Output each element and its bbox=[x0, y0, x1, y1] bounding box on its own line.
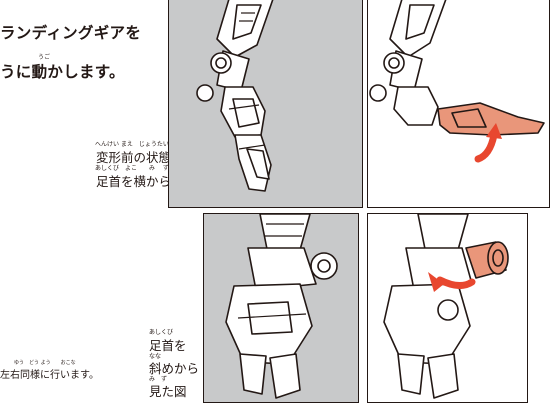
landing-gear-side-moved-illustration bbox=[369, 0, 545, 163]
panel-side-view-after bbox=[367, 0, 550, 208]
caption-side-ruby-2: あしくび よこ み ず bbox=[95, 165, 169, 172]
footer-note-ruby: ゆう どう よう おこな bbox=[14, 360, 76, 366]
heading-ruby: うご bbox=[38, 54, 51, 61]
landing-gear-oblique-moved-illustration bbox=[383, 214, 509, 399]
footer-note: 左右同様に行います。 bbox=[0, 370, 99, 381]
caption-oblique-line2: 斜めから bbox=[149, 361, 200, 376]
arrow-head-icon bbox=[428, 272, 444, 292]
rotate-arrow-icon bbox=[474, 131, 498, 163]
instruction-heading-line2: うに動かします。 bbox=[0, 63, 125, 81]
highlighted-foot-part bbox=[437, 102, 545, 136]
landing-gear-side-illustration bbox=[196, 0, 274, 192]
caption-oblique-ruby-2: なな bbox=[149, 353, 162, 360]
landing-gear-oblique-illustration bbox=[225, 214, 338, 399]
caption-oblique-line3: 見た図 bbox=[149, 384, 187, 399]
instruction-heading-line1: ランディングギアを bbox=[0, 24, 142, 42]
caption-side-line1: 変形前の状態 bbox=[96, 150, 172, 165]
caption-side-ruby-1: へんけい まえ じょうたい bbox=[95, 141, 169, 148]
panel-oblique-view-before bbox=[203, 213, 359, 403]
highlighted-ankle-part bbox=[465, 241, 509, 279]
caption-oblique-ruby-3: み ず bbox=[149, 376, 168, 383]
panel-side-view-before bbox=[168, 0, 363, 208]
caption-oblique-ruby-1: あしくび bbox=[149, 329, 174, 336]
caption-oblique-line1: 足首を bbox=[149, 338, 187, 353]
panel-oblique-view-after bbox=[367, 213, 528, 403]
arrow-head-icon bbox=[486, 123, 502, 139]
twist-arrow-icon bbox=[436, 276, 476, 289]
